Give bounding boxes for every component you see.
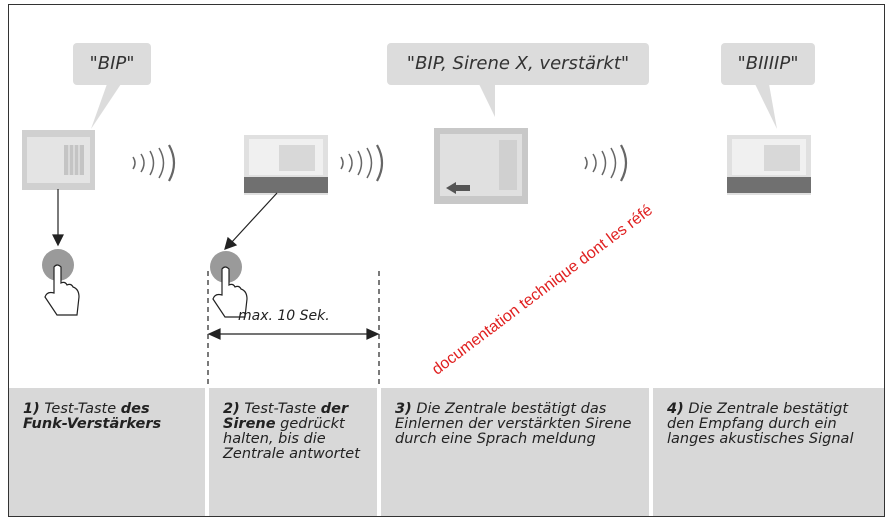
speech-bubble-2	[387, 43, 649, 117]
step-text: Test-Taste	[44, 401, 121, 417]
step-panel-1: 1) Test-Taste des Funk-Verstärkers	[9, 388, 205, 516]
device-siren-2-icon	[727, 135, 811, 195]
arrow-to-button-2	[224, 192, 278, 250]
bubble-text-3: "BIIIIP"	[737, 53, 799, 74]
diagram-frame: "BIP" "BIP, Sirene X, verstärkt" "BIIIIP…	[8, 4, 885, 517]
step-number: 4)	[667, 401, 684, 417]
diagram-art	[22, 43, 815, 388]
finger-icon-1	[44, 264, 80, 316]
step-text: Test-Taste	[244, 401, 321, 417]
device-central-unit-icon	[434, 128, 528, 204]
device-siren-icon	[244, 135, 328, 195]
timer-dimension	[207, 271, 380, 388]
timer-label: max. 10 Sek.	[238, 308, 330, 324]
step-panel-3: 3) Die Zentrale bestätigt das Einlernen …	[381, 388, 649, 516]
step-bold: der Sirene	[223, 401, 349, 432]
step-rest: gedrückt halten, bis die Zentrale antwor…	[223, 416, 360, 462]
wave-icon-1	[132, 144, 176, 182]
bubble-text-2: "BIP, Sirene X, verstärkt"	[406, 53, 630, 74]
step-text: Die Zentrale bestätigt den Empfang durch…	[667, 401, 854, 447]
speech-bubble-3	[721, 43, 815, 129]
step-panel-4: 4) Die Zentrale bestätigt den Empfang du…	[653, 388, 884, 516]
step-panel-2: 2) Test-Taste der Sirene gedrückt halten…	[209, 388, 377, 516]
step-number: 3)	[395, 401, 412, 417]
arrow-to-button-1	[52, 189, 64, 247]
step-text: Die Zentrale bestätigt das Einlernen der…	[395, 401, 632, 447]
step-bold: des Funk-Verstärkers	[23, 401, 162, 432]
device-amplifier-icon	[22, 130, 95, 190]
step-number: 1)	[23, 401, 40, 417]
finger-icon-2	[212, 266, 248, 318]
speech-bubble-1	[73, 43, 151, 129]
wave-icon-2	[340, 144, 384, 182]
step-number: 2)	[223, 401, 240, 417]
bubble-text-1: "BIP"	[89, 53, 135, 74]
wave-icon-3	[584, 144, 628, 182]
